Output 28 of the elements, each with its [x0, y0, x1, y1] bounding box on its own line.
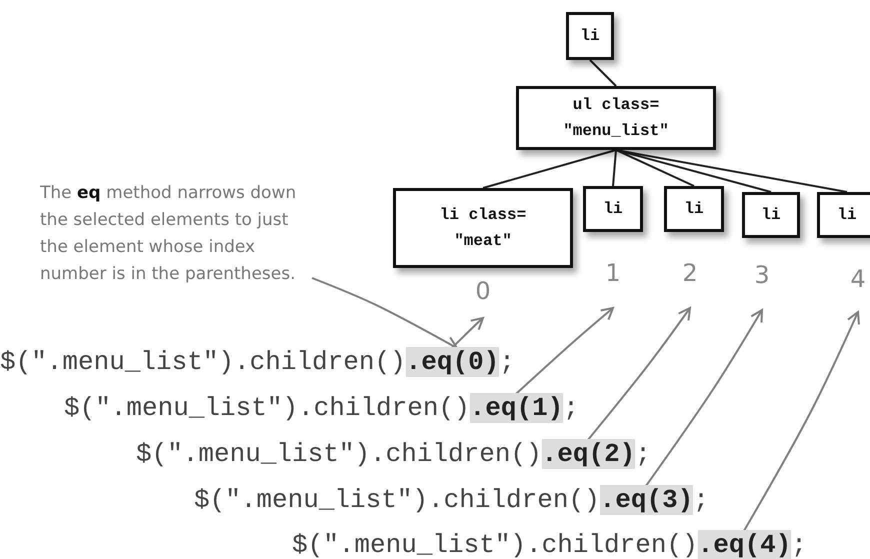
- element-box: li: [817, 192, 870, 238]
- element-box: li: [583, 186, 643, 232]
- code-line: $(".menu_list").children().eq(3);: [194, 486, 709, 514]
- element-box: ul class= "menu_list": [516, 86, 716, 150]
- arrow: [587, 307, 691, 441]
- code-line: $(".menu_list").children().eq(4);: [292, 531, 807, 559]
- index-number: 3: [753, 260, 771, 290]
- index-number: 0: [474, 276, 492, 306]
- annotation-text: The eq method narrows down the selected elements to just the element whose index number is in the parentheses.: [40, 180, 312, 292]
- code-line: $(".menu_list").children().eq(2);: [136, 440, 651, 468]
- index-number: 2: [681, 258, 699, 288]
- arrow: [312, 277, 458, 349]
- tree-line: [589, 59, 617, 87]
- index-number: 1: [604, 258, 622, 288]
- arrow: [451, 317, 484, 349]
- code-line: $(".menu_list").children().eq(0);: [0, 348, 515, 376]
- arrow: [515, 307, 614, 395]
- tree-line: [612, 150, 617, 186]
- arrow: [743, 311, 860, 532]
- code-line: $(".menu_list").children().eq(1);: [64, 394, 579, 422]
- element-box: li: [664, 186, 724, 232]
- element-box: li: [566, 12, 614, 60]
- element-box: li: [742, 192, 800, 238]
- tree-line: [482, 149, 616, 189]
- tree-line: [616, 149, 694, 187]
- arrow: [645, 309, 763, 487]
- element-box: li class= "meat": [393, 188, 573, 268]
- index-number: 4: [849, 264, 867, 294]
